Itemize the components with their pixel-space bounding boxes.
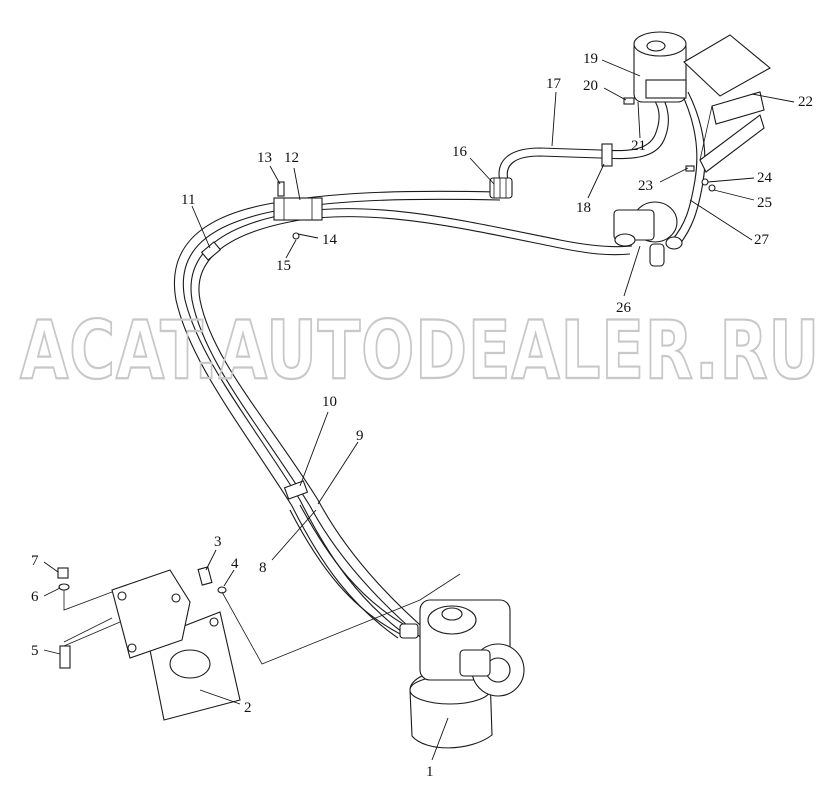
- callout-5: 5: [31, 643, 39, 659]
- callout-13: 13: [257, 150, 272, 166]
- bracket-2: [111, 569, 241, 721]
- hose-clamps: [200, 143, 613, 500]
- callout-19: 19: [583, 51, 598, 67]
- callout-1: 1: [426, 764, 434, 780]
- reservoir-19: [633, 31, 687, 103]
- callout-14: 14: [322, 232, 338, 248]
- callout-26: 26: [616, 300, 632, 316]
- clamp-10: [283, 480, 309, 500]
- hose-bundle: [174, 89, 706, 663]
- hose-lower: [299, 504, 411, 629]
- fitting-16: [489, 177, 513, 199]
- hose-9b: [190, 208, 633, 663]
- callout-17: 17: [546, 76, 562, 92]
- callout-25: 25: [757, 195, 772, 211]
- callout-2: 2: [244, 700, 252, 716]
- washer-24: [701, 178, 709, 186]
- bolt-20: [623, 97, 635, 105]
- clamp-11: [200, 241, 222, 261]
- callout-10: 10: [322, 394, 337, 410]
- washer-6: [58, 583, 70, 591]
- callout-3: 3: [214, 534, 222, 550]
- callout-15: 15: [276, 258, 291, 274]
- callout-6: 6: [31, 589, 39, 605]
- watermark-text: ACAT.AUTODEALER.RU: [20, 304, 820, 397]
- callout-11: 11: [181, 192, 195, 208]
- bolt-3: [197, 566, 213, 586]
- hose-9: [198, 216, 631, 656]
- hose-17: [498, 94, 660, 183]
- steering-gear-1: [399, 599, 525, 749]
- callout-18: 18: [576, 200, 591, 216]
- leader-lines: [43, 59, 795, 761]
- fasteners: [57, 97, 716, 669]
- hose-17b: [506, 93, 669, 181]
- pump-26: [613, 201, 683, 267]
- callout-24: 24: [757, 170, 773, 186]
- bracket-22: [683, 34, 771, 173]
- clamp-18: [601, 143, 613, 167]
- hose-8: [182, 198, 501, 633]
- nut-25: [708, 184, 716, 192]
- callout-22: 22: [798, 94, 813, 110]
- clamp-12: [273, 197, 323, 221]
- hose-lower-b: [289, 509, 405, 637]
- callout-7: 7: [31, 553, 39, 569]
- callout-16: 16: [452, 144, 468, 160]
- callout-labels: 1 2 3 4 5 6 7 8 9 10 11 12 13 14 15 16 1…: [31, 51, 813, 780]
- hose-27: [671, 89, 698, 241]
- nut-4: [217, 586, 227, 594]
- callout-20: 20: [583, 78, 598, 94]
- bolt-5: [59, 645, 71, 669]
- nut-7: [57, 567, 69, 579]
- callout-9: 9: [356, 428, 364, 444]
- hose-8b: [174, 190, 499, 639]
- nut-15: [292, 232, 300, 240]
- assembly-lines: [63, 573, 461, 665]
- callout-8: 8: [259, 560, 267, 576]
- callout-21: 21: [631, 138, 646, 154]
- callout-12: 12: [284, 150, 299, 166]
- bolt-13: [277, 181, 285, 197]
- callout-27: 27: [754, 232, 770, 248]
- callout-23: 23: [638, 178, 653, 194]
- callout-4: 4: [231, 556, 239, 572]
